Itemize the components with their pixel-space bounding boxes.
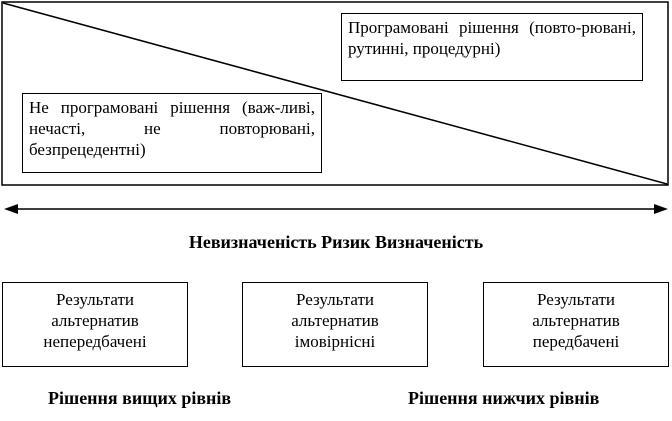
nonprogrammed-decisions-box: Не програмовані рішення (важ-ливі, нечас… — [22, 93, 322, 173]
result-line: альтернатив — [532, 311, 620, 330]
nonprogrammed-decisions-text: Не програмовані рішення (важ-ливі, нечас… — [29, 98, 315, 159]
programmed-decisions-box: Програмовані рішення (повто-рювані, рути… — [341, 13, 643, 81]
result-line: альтернатив — [51, 311, 139, 330]
result-line: імовірнісні — [294, 332, 376, 351]
higher-level-decisions-label: Рішення вищих рівнів — [48, 388, 232, 408]
outer-frame — [1, 1, 669, 186]
lower-level-decisions-label: Рішення нижчих рівнів — [408, 388, 600, 408]
result-line: непередбачені — [43, 332, 147, 351]
result-line: Результати — [296, 290, 374, 309]
diagonal-divider — [2, 2, 668, 185]
result-line: передбачені — [532, 332, 620, 351]
scale-arrow-left-head — [4, 204, 18, 214]
uncertainty-risk-certainty-caption: Невизначеність Ризик Визначеність — [188, 232, 484, 252]
result-box-probable: Результати альтернатив імовірнісні — [242, 282, 428, 367]
result-line: альтернатив — [291, 311, 379, 330]
programmed-decisions-text: Програмовані рішення (повто-рювані, рути… — [348, 18, 636, 58]
result-box-predicted: Результати альтернатив передбачені — [483, 282, 669, 367]
result-box-unpredicted: Результати альтернатив непередбачені — [2, 282, 188, 367]
scale-arrow-right-head — [654, 204, 668, 214]
result-line: Результати — [56, 290, 134, 309]
result-line: Результати — [537, 290, 615, 309]
